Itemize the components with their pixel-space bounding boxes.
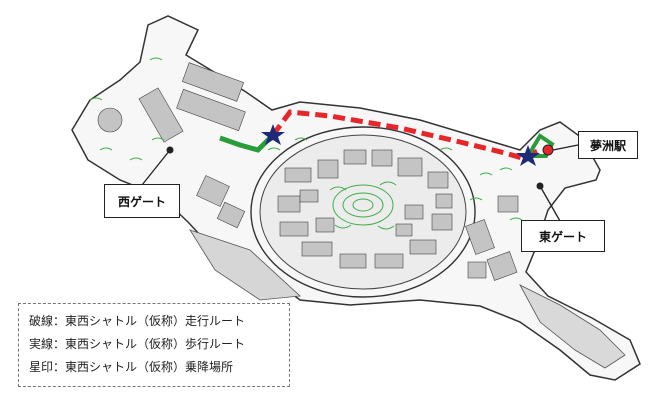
grand-ring-outer — [250, 126, 476, 298]
leader-west-gate — [141, 149, 171, 186]
central-forest — [329, 181, 397, 230]
map-legend: 破線：東西シャトル（仮称）走行ルート 実線：東西シャトル（仮称）歩行ルート 星印… — [18, 303, 290, 387]
ring-buildings — [277, 149, 453, 269]
east-waterfront — [519, 284, 626, 369]
waterfront-area — [189, 229, 301, 301]
dot-icon — [166, 146, 174, 154]
shuttle-driving-route — [270, 109, 542, 161]
leader-station — [552, 144, 579, 151]
station-marker — [542, 144, 554, 156]
legend-stop-marker: 星印：東西シャトル（仮称）乗降場所 — [29, 360, 234, 374]
shuttle-walking-route-west — [219, 133, 275, 153]
east-buildings — [465, 195, 519, 281]
legend-walking-route: 実線：東西シャトル（仮称）歩行ルート — [29, 337, 246, 351]
star-icon — [261, 124, 285, 145]
shuttle-walking-route-east — [524, 133, 555, 158]
star-icon — [516, 145, 540, 166]
station-label: 夢洲駅 — [578, 131, 638, 159]
leader-east-gate — [539, 185, 561, 222]
west-gate-label: 西ゲート — [104, 184, 180, 218]
greenery — [89, 57, 523, 221]
legend-driving-route: 破線：東西シャトル（仮称）走行ルート — [29, 314, 246, 328]
west-buildings — [97, 62, 246, 229]
east-gate-label: 東ゲート — [521, 220, 605, 252]
dot-icon — [536, 182, 544, 190]
